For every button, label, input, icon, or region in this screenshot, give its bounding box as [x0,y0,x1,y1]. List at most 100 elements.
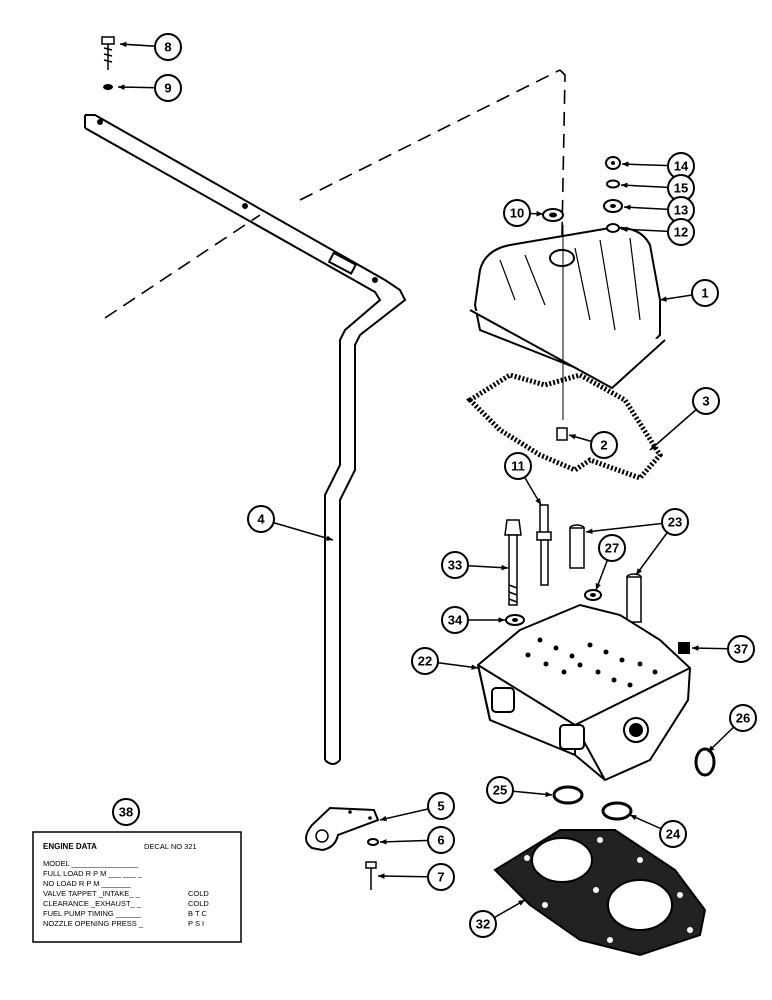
leader-arrow-2 [569,434,576,440]
callout-label-11: 11 [511,459,525,474]
callout-label-9: 9 [164,81,171,96]
callout-label-23: 23 [668,515,682,530]
support-tube [84,114,407,765]
callout-circle-25 [486,776,514,804]
callout-label-24: 24 [666,827,681,842]
decal-row-label: VALVE TAPPET _INTAKE_ _ [43,889,141,898]
leader-arrow-1 [660,296,667,302]
callout-label-8: 8 [164,40,171,55]
callout-label-33: 33 [448,558,462,573]
leader-arrow-23 [586,528,593,534]
leader-arrow-23-b [636,568,643,575]
callout-circle-23 [661,508,689,536]
callout-label-15: 15 [674,181,688,196]
washer-6 [367,838,379,846]
washer-34 [505,614,525,626]
seal-10 [542,208,564,222]
leader-arrow-25 [545,791,552,798]
callout-circle-24 [659,820,687,848]
seal-26 [694,747,716,777]
callout-circle-22 [411,647,439,675]
callout-label-7: 7 [437,870,444,885]
leader-arrow-32 [518,900,525,906]
leader-arrow-6 [380,839,387,845]
leader-arrow-10 [536,211,543,217]
callout-label-1: 1 [701,286,708,301]
callout-label-25: 25 [493,783,507,798]
leader-arrow-34 [498,617,505,623]
cover-gasket [466,372,664,481]
callout-label-37: 37 [734,642,748,657]
callout-circle-9 [154,74,182,102]
callout-label-3: 3 [702,394,709,409]
washer-9 [103,84,113,90]
decal-row-label: CLEARANCE _EXHAUST_ _ [43,899,142,908]
nut-14 [605,156,621,170]
callout-label-34: 34 [448,613,463,628]
bolt-8 [101,36,115,70]
callout-circle-11 [504,452,532,480]
callout-label-6: 6 [437,833,444,848]
decal-title: ENGINE DATA [43,842,97,851]
leader-arrow-4 [326,535,333,541]
callout-label-10: 10 [510,206,524,221]
leader-arrow-11 [535,498,541,505]
callout-circle-5 [427,792,455,820]
decal-row-unit: P S I [188,919,204,928]
callout-circle-38 [112,798,140,826]
callout-circle-32 [469,910,497,938]
callout-label-2: 2 [600,438,607,453]
washer-13 [603,199,623,213]
callout-label-13: 13 [674,203,688,218]
leader-arrow-26 [708,745,715,752]
decal-row-unit: B T C [188,909,207,918]
bracket-5 [305,806,380,852]
leader-arrow-22 [471,664,478,670]
callout-label-27: 27 [605,541,619,556]
callout-label-14: 14 [674,159,689,174]
bolt-33 [504,519,522,606]
callout-label-22: 22 [418,654,432,669]
screw-7 [365,861,377,890]
leader-arrow-13 [624,204,631,211]
decal-row-label: FUEL PUMP TIMING ______ [43,909,142,918]
callout-circle-33 [441,551,469,579]
decal-row-label: NOZZLE OPENING PRESS _ [43,919,144,928]
leader-arrow-9 [118,84,125,90]
leader-arrow-37 [692,645,699,651]
leader-arrow-15 [621,182,628,189]
decal-number: DECAL NO 321 [144,842,197,851]
stud-11 [536,504,552,586]
decal-row-unit: COLD [188,899,209,908]
leader-arrow-5 [380,815,387,822]
decal-row-label: NO LOAD R P M _______ [43,879,132,888]
leader-arrow-8 [120,41,127,48]
callout-circle-4 [247,505,275,533]
callout-circle-26 [729,704,757,732]
callout-label-12: 12 [674,225,688,240]
leader-arrow-14 [622,161,629,167]
callout-circle-7 [427,863,455,891]
ring-27 [584,589,602,601]
leader-arrow-3 [650,443,657,450]
callout-label-38: 38 [119,805,133,820]
decal-row-unit: COLD [188,889,209,898]
decal-row-label: FULL LOAD R P M ___ ___ _ [43,869,143,878]
callout-circle-8 [154,33,182,61]
plug-37 [678,642,690,654]
leader-arrow-27 [595,583,601,590]
seal-25 [552,785,584,805]
tube-23a [569,524,585,569]
callout-label-5: 5 [437,799,444,814]
callout-circle-12 [667,218,695,246]
cylinder-head [476,603,692,782]
washer-15 [606,179,620,189]
washer-12 [606,223,620,233]
callout-circle-37 [727,635,755,663]
callout-circle-2 [590,431,618,459]
callout-circle-1 [691,279,719,307]
leader-arrow-24 [630,815,637,821]
callout-circle-34 [441,606,469,634]
